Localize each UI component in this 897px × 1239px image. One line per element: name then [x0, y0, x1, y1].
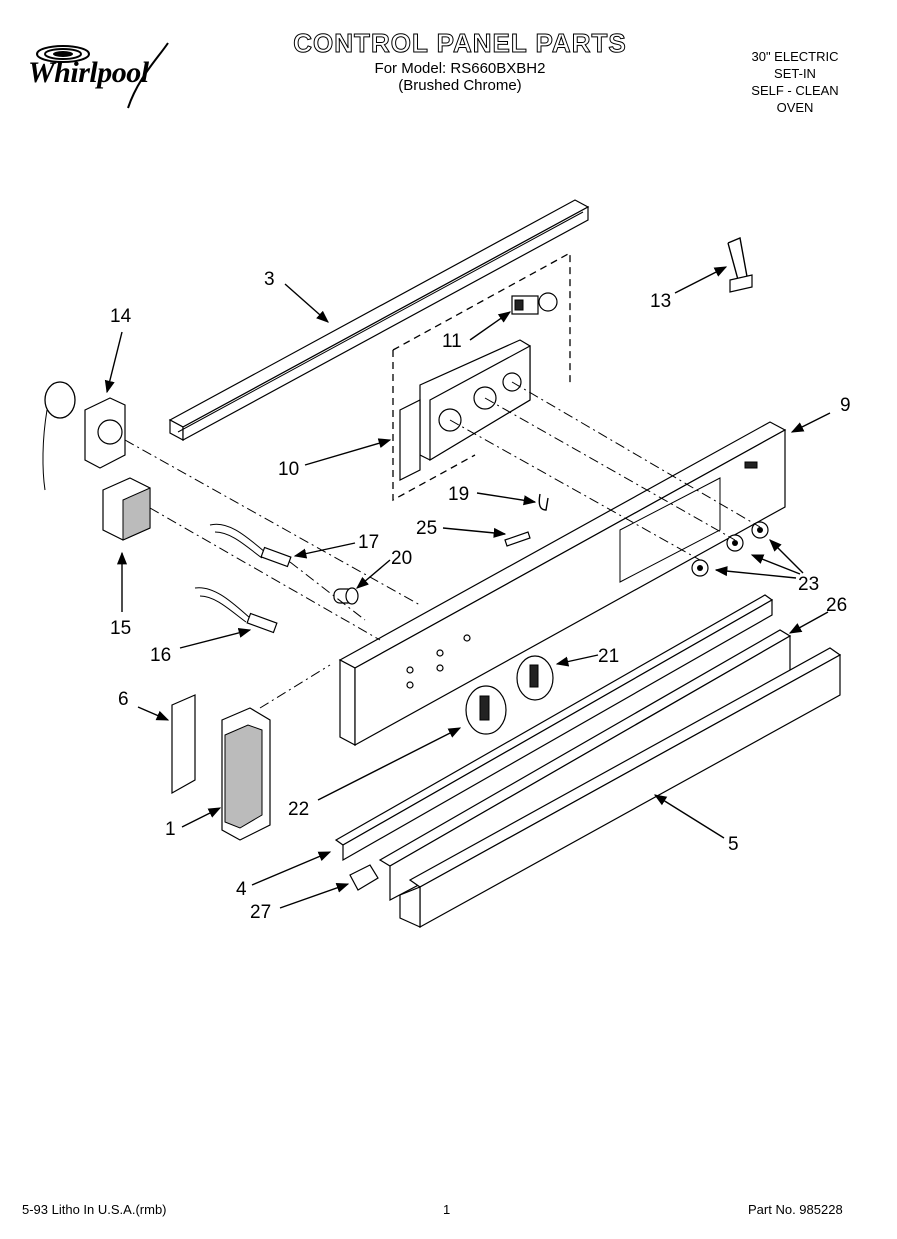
callout-20: 20: [391, 548, 412, 569]
part-19-clip: [538, 493, 549, 511]
part-1-end-cap: [221, 707, 271, 841]
callout-14: 14: [110, 306, 132, 327]
callout-26: 26: [826, 595, 847, 616]
model-line: For Model: RS660BXBH2: [374, 60, 546, 77]
callout-23: 23: [798, 574, 819, 595]
callout-15: 15: [110, 618, 131, 639]
part-number: Part No. 985228: [748, 1202, 843, 1217]
callout-22: 22: [288, 799, 309, 820]
product-spec: 30" ELECTRIC SET-IN SELF - CLEAN OVEN: [720, 48, 870, 116]
part-21-knob: [516, 655, 554, 701]
part-23-nuts: [691, 521, 769, 577]
spec-line-1: 30" ELECTRIC: [751, 49, 839, 64]
part-6-side-trim: [171, 694, 196, 795]
part-9-control-panel: [338, 421, 787, 747]
callout-27: 27: [250, 902, 271, 923]
brand-name: Whirlpool: [28, 56, 149, 89]
callout-4: 4: [236, 879, 247, 900]
part-14-switch: [42, 381, 126, 491]
callout-3: 3: [264, 269, 275, 290]
callout-13: 13: [650, 291, 671, 312]
callout-6: 6: [118, 689, 129, 710]
callout-10: 10: [278, 459, 299, 480]
litho-note: 5-93 Litho In U.S.A.(rmb): [22, 1202, 167, 1217]
part-11-connector: [511, 292, 558, 315]
callout-21: 21: [598, 646, 619, 667]
callout-25: 25: [416, 518, 437, 539]
callout-16: 16: [150, 645, 171, 666]
whirlpool-swirl-icon: [36, 42, 169, 109]
part-27-clip: [349, 864, 379, 891]
part-10-control-module: [399, 339, 531, 481]
part-25-spring: [504, 531, 531, 547]
part-13-bracket: [727, 237, 753, 293]
callout-1: 1: [165, 819, 176, 840]
module-outline-lower: [392, 350, 476, 502]
part-16-wire-harness: [194, 587, 278, 634]
finish-line: (Brushed Chrome): [398, 77, 522, 94]
callout-19: 19: [448, 484, 469, 505]
part-20-post: [333, 587, 359, 605]
part-5-bottom-trim: [399, 647, 842, 929]
callout-5: 5: [728, 834, 739, 855]
part-26-lower-trim: [334, 594, 774, 862]
part-15-block: [102, 477, 151, 541]
part-17-wire-harness: [209, 523, 292, 568]
callout-11: 11: [442, 331, 462, 352]
model-info: For Model: RS660BXBH2 (Brushed Chrome): [250, 60, 670, 94]
page-title: CONTROL PANEL PARTS: [293, 28, 627, 59]
callout-17: 17: [358, 532, 379, 553]
module-outline: [392, 251, 571, 385]
page-number: 1: [443, 1202, 451, 1217]
part-3-top-rail: [168, 199, 590, 442]
part-22-knob: [465, 685, 507, 735]
spec-line-3: SELF - CLEAN: [751, 83, 839, 98]
callout-9: 9: [840, 395, 851, 416]
spec-line-4: OVEN: [776, 100, 814, 115]
spec-line-2: SET-IN: [774, 66, 816, 81]
whirlpool-logo: Whirlpool: [18, 38, 188, 118]
